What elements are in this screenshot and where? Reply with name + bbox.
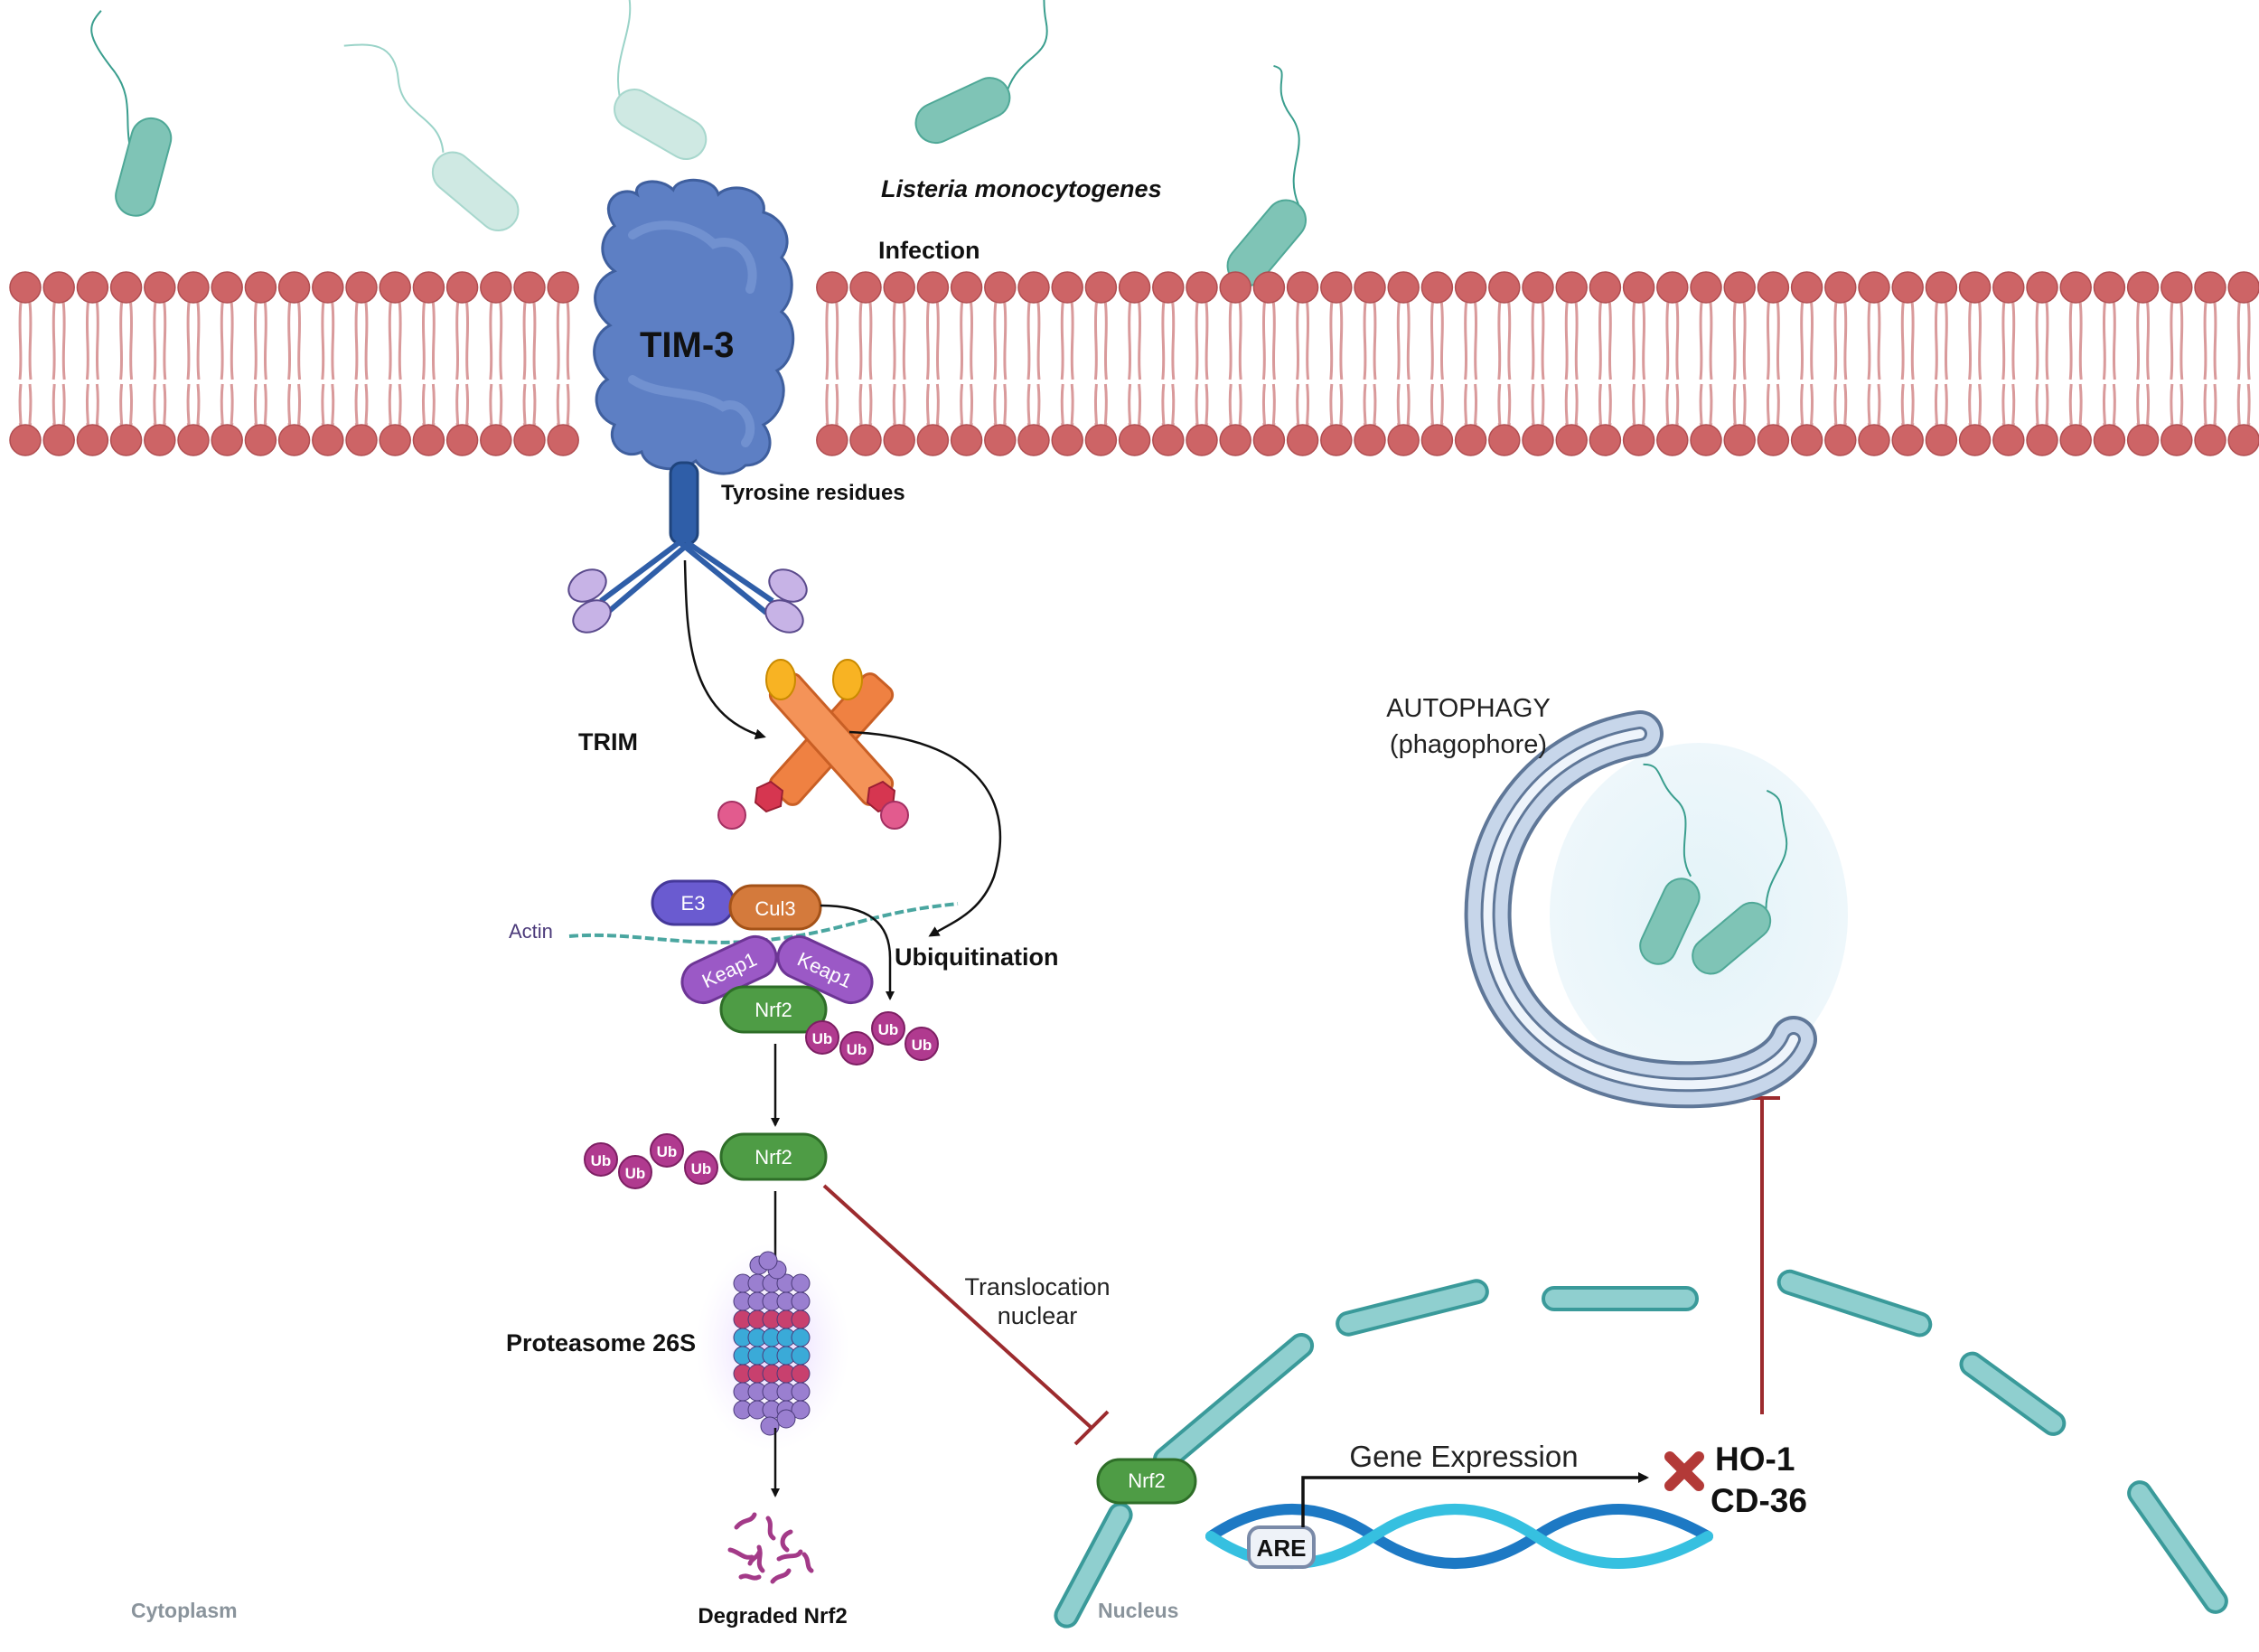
- infection-label: Infection: [878, 237, 980, 264]
- keap1-nrf2-complex: [651, 879, 874, 1034]
- bacterium-icon: [343, 43, 520, 231]
- nrf2-complex-label: Nrf2: [755, 999, 792, 1021]
- ub-label: Ub: [912, 1037, 933, 1054]
- ubiquitination-arrow: [848, 730, 1002, 937]
- translocation-label-2: nuclear: [998, 1302, 1078, 1329]
- ub-label: Ub: [657, 1143, 678, 1160]
- trim-protein: [717, 659, 909, 830]
- gene-expression-arrow: [1301, 1472, 1649, 1527]
- ub-label: Ub: [812, 1030, 833, 1047]
- actin-label: Actin: [509, 920, 553, 943]
- bacterium-icon: [1226, 64, 1307, 287]
- autophagy-label-2: (phagophore): [1390, 730, 1547, 759]
- e3-label: E3: [681, 892, 706, 915]
- are-label: ARE: [1257, 1535, 1307, 1562]
- activation-arrow: [683, 559, 766, 740]
- nrf2-ub-label: Nrf2: [755, 1146, 792, 1169]
- cul3-protein: [728, 884, 822, 931]
- keap1-right: [776, 934, 874, 1005]
- ub-label: Ub: [591, 1152, 612, 1169]
- blocked-x-icon: [1664, 1451, 1704, 1491]
- degraded-nrf2-fragments: [727, 1512, 814, 1584]
- trim-label: TRIM: [578, 728, 638, 756]
- translocation-inhibition: [822, 1184, 1093, 1430]
- ubiquitinated-nrf2: [584, 1132, 828, 1189]
- ub-label: Ub: [847, 1041, 867, 1058]
- cell-membrane: [9, 271, 2259, 456]
- phagophore: [1464, 710, 1848, 1109]
- gene-expression-label: Gene Expression: [1349, 1440, 1578, 1473]
- actin-filament: [568, 902, 959, 944]
- bacterium-icon: [914, 0, 1048, 145]
- cytoplasm-label: Cytoplasm: [131, 1599, 238, 1622]
- bacterium-icon: [614, 0, 708, 160]
- bacterium-label: Listeria monocytogenes: [881, 175, 1162, 202]
- bacterium-icon: [1692, 789, 1788, 975]
- degraded-label: Degraded Nrf2: [698, 1604, 847, 1629]
- nuclear-envelope: [1054, 1269, 2228, 1629]
- ub-label: Ub: [691, 1160, 712, 1178]
- translocation-label-1: Translocation: [964, 1273, 1110, 1300]
- inhibition-bar: [1073, 1410, 1110, 1446]
- autophagy-label-1: AUTOPHAGY: [1386, 694, 1551, 723]
- proteasome-26s: [696, 1243, 849, 1450]
- tyrosine-label: Tyrosine residues: [721, 481, 905, 505]
- nrf2-bound: [719, 985, 828, 1034]
- ho1-label: HO-1: [1715, 1441, 1795, 1478]
- ub-arrow: [820, 904, 895, 1000]
- nrf2-nucleus-label: Nrf2: [1128, 1469, 1166, 1492]
- proteasome-label: Proteasome 26S: [506, 1329, 696, 1356]
- tim3-label: TIM-3: [640, 325, 734, 365]
- ubiquitin-chain-top: [805, 1011, 939, 1065]
- tim3-receptor: [567, 178, 808, 634]
- ub-label: Ub: [625, 1165, 646, 1182]
- nrf2-nuclear: [1096, 1458, 1197, 1505]
- cd36-label: CD-36: [1711, 1482, 1807, 1519]
- cul3-label: Cul3: [755, 897, 795, 920]
- ub-label: Ub: [878, 1021, 899, 1038]
- bacteria-group-extracellular: [90, 0, 1307, 287]
- bacterium-icon: [90, 10, 173, 217]
- nucleus-label: Nucleus: [1098, 1599, 1178, 1622]
- bacterium-icon: [1639, 763, 1701, 965]
- are-element: [1247, 1525, 1316, 1569]
- ubiquitination-label: Ubiquitination: [895, 943, 1058, 971]
